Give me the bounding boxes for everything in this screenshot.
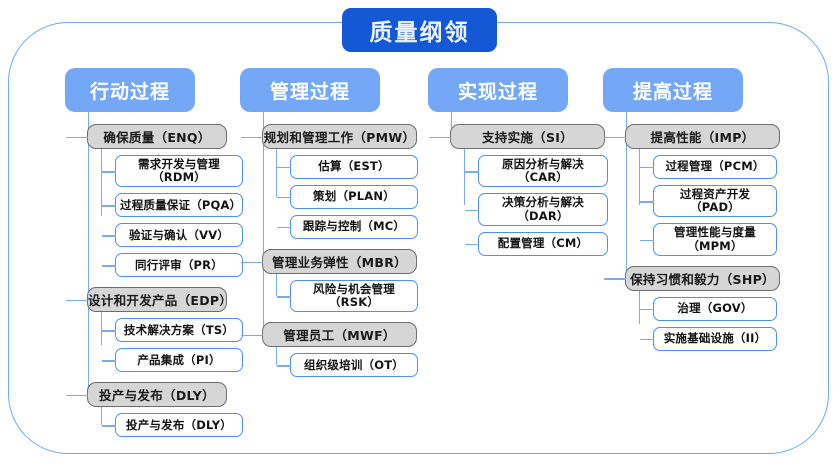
column-header-label: 提高过程 <box>632 80 713 103</box>
process-column-realization: 实现过程支持实施（SI） 原因分析与解决（CAR） 决策分析与解决（DAR） 配置管理… <box>428 68 608 266</box>
column-header-label: 管理过程 <box>269 80 350 103</box>
process-practice-node[interactable]: 原因分析与解决（CAR） <box>465 155 608 188</box>
process-group-label: 确保质量（ENQ） <box>103 130 211 145</box>
process-practice-label: 治理（GOV） <box>677 301 753 316</box>
process-practice-list: 原因分析与解决（CAR） 决策分析与解决（DAR） 配置管理（CM） <box>428 149 608 256</box>
process-practice-node[interactable]: 产品集成（PI） <box>102 348 243 373</box>
process-practice-node[interactable]: 治理（GOV） <box>640 296 777 321</box>
process-practice-list: 投产与发布（DLY） <box>65 407 243 438</box>
process-group-node[interactable]: 提高性能（IMP） <box>604 124 780 149</box>
process-group-label: 设计和开发产品（EDP） <box>88 293 233 309</box>
process-practice-list: 组织级培训（OT） <box>240 347 418 378</box>
process-group-node[interactable]: 规划和管理工作（PMW） <box>241 124 417 149</box>
process-group-label: 投产与发布（DLY） <box>99 388 215 404</box>
process-column-improvement: 提高过程提高性能（IMP） 过程管理（PCM） 过程资产开发（PAD） 管理性能与度量… <box>603 68 780 361</box>
process-practice-list: 过程管理（PCM） 过程资产开发（PAD） 管理性能与度量（MPM） <box>603 149 780 256</box>
process-practice-node[interactable]: 技术解决方案（TS） <box>102 318 243 343</box>
process-group: 规划和管理工作（PMW） 估算（EST） 策划（PLAN） 跟踪与控制（MC） <box>240 124 418 239</box>
process-group-label: 保持习惯和毅力（SHP） <box>630 271 775 287</box>
process-practice-node[interactable]: 过程质量保证（PQA） <box>102 193 243 218</box>
process-practice-label: 技术解决方案（TS） <box>123 322 235 337</box>
process-practice-node[interactable]: 管理性能与度量（MPM） <box>640 223 777 256</box>
process-group: 投产与发布（DLY） 投产与发布（DLY） <box>65 382 243 438</box>
column-header-label: 实现过程 <box>457 80 538 103</box>
column-header-col1[interactable]: 行动过程 <box>65 68 195 112</box>
column-header-col4[interactable]: 提高过程 <box>603 68 743 112</box>
process-practice-label: 策划（PLAN） <box>313 189 395 204</box>
process-practice-node[interactable]: 策划（PLAN） <box>277 185 418 209</box>
process-group-node[interactable]: 管理业务弹性（MBR） <box>241 249 417 274</box>
process-practice-list: 估算（EST） 策划（PLAN） 跟踪与控制（MC） <box>240 149 418 239</box>
process-practice-label: 原因分析与解决（CAR） <box>502 157 584 185</box>
process-practice-list: 需求开发与管理（RDM） 过程质量保证（PQA） 验证与确认（VV） 同行评审（PR） <box>65 148 243 278</box>
process-practice-label: 风险与机会管理（RSK） <box>313 282 395 310</box>
process-practice-node[interactable]: 配置管理（CM） <box>465 231 608 256</box>
process-column-management: 管理过程规划和管理工作（PMW） 估算（EST） 策划（PLAN） 跟踪与控制（MC）… <box>240 68 418 387</box>
process-practice-node[interactable]: 实施基础设施（II） <box>640 326 777 351</box>
column-header-label: 行动过程 <box>89 80 170 103</box>
process-group: 支持实施（SI） 原因分析与解决（CAR） 决策分析与解决（DAR） 配置管理（CM） <box>428 124 608 256</box>
process-practice-node[interactable]: 风险与机会管理（RSK） <box>277 280 418 313</box>
process-practice-list: 技术解决方案（TS） 产品集成（PI） <box>65 312 243 373</box>
process-practice-node[interactable]: 过程资产开发（PAD） <box>640 185 777 218</box>
column-connector-spine <box>626 112 628 279</box>
process-group-node[interactable]: 设计和开发产品（EDP） <box>66 287 233 313</box>
process-group-node[interactable]: 管理员工（MWF） <box>241 322 417 348</box>
process-practice-node[interactable]: 需求开发与管理（RDM） <box>102 155 243 188</box>
process-group-node[interactable]: 确保质量（ENQ） <box>66 124 227 149</box>
process-practice-label: 跟踪与控制（MC） <box>302 219 406 234</box>
column-header-col3[interactable]: 实现过程 <box>428 68 568 112</box>
column-group-list: 规划和管理工作（PMW） 估算（EST） 策划（PLAN） 跟踪与控制（MC） 管理业务… <box>240 124 418 378</box>
process-practice-label: 过程管理（PCM） <box>665 159 765 174</box>
process-practice-label: 同行评审（PR） <box>135 257 223 272</box>
column-connector-spine <box>263 112 265 335</box>
process-practice-label: 决策分析与解决（DAR） <box>502 195 584 223</box>
process-group: 设计和开发产品（EDP） 技术解决方案（TS） 产品集成（PI） <box>65 287 243 373</box>
process-practice-node[interactable]: 决策分析与解决（DAR） <box>465 193 608 226</box>
process-practice-label: 配置管理（CM） <box>497 236 589 251</box>
process-group-node[interactable]: 支持实施（SI） <box>429 124 605 149</box>
column-group-list: 确保质量（ENQ） 需求开发与管理（RDM） 过程质量保证（PQA） 验证与确认（VV… <box>65 124 243 438</box>
column-group-list: 提高性能（IMP） 过程管理（PCM） 过程资产开发（PAD） 管理性能与度量（MPM… <box>603 124 780 351</box>
root-title-chip: 质量纲领 <box>342 8 497 52</box>
process-practice-label: 产品集成（PI） <box>137 352 221 367</box>
process-practice-label: 投产与发布（DLY） <box>126 417 232 432</box>
process-group-node[interactable]: 投产与发布（DLY） <box>66 382 227 408</box>
root-title-label: 质量纲领 <box>369 20 470 46</box>
process-group: 提高性能（IMP） 过程管理（PCM） 过程资产开发（PAD） 管理性能与度量（MPM… <box>603 124 780 256</box>
process-group: 保持习惯和毅力（SHP） 治理（GOV） 实施基础设施（II） <box>603 265 780 351</box>
process-group: 管理业务弹性（MBR） 风险与机会管理（RSK） <box>240 249 418 313</box>
process-practice-node[interactable]: 验证与确认（VV） <box>102 223 243 248</box>
column-header-col2[interactable]: 管理过程 <box>240 68 380 112</box>
process-practice-label: 验证与确认（VV） <box>128 227 230 242</box>
process-practice-list: 风险与机会管理（RSK） <box>240 273 418 313</box>
process-practice-label: 过程质量保证（PQA） <box>120 197 242 212</box>
process-practice-label: 过程资产开发（PAD） <box>679 187 751 215</box>
process-practice-label: 组织级培训（OT） <box>304 357 404 372</box>
column-connector-spine <box>88 112 90 395</box>
column-connector-spine <box>451 112 453 137</box>
process-group-label: 规划和管理工作（PMW） <box>263 130 416 145</box>
process-practice-node[interactable]: 投产与发布（DLY） <box>102 413 243 438</box>
process-group-label: 提高性能（IMP） <box>650 130 755 145</box>
process-group-node[interactable]: 保持习惯和毅力（SHP） <box>604 265 780 291</box>
process-group-label: 管理业务弹性（MBR） <box>272 255 407 270</box>
process-group-label: 管理员工（MWF） <box>283 328 396 344</box>
process-group-label: 支持实施（SI） <box>481 130 574 145</box>
process-practice-list: 治理（GOV） 实施基础设施（II） <box>603 290 780 351</box>
process-practice-label: 需求开发与管理（RDM） <box>138 157 220 185</box>
process-practice-node[interactable]: 组织级培训（OT） <box>277 353 418 378</box>
process-group: 管理员工（MWF） 组织级培训（OT） <box>240 322 418 378</box>
process-group: 确保质量（ENQ） 需求开发与管理（RDM） 过程质量保证（PQA） 验证与确认（VV… <box>65 124 243 278</box>
process-column-action: 行动过程确保质量（ENQ） 需求开发与管理（RDM） 过程质量保证（PQA） 验证与确… <box>65 68 243 447</box>
process-practice-label: 管理性能与度量（MPM） <box>674 225 756 253</box>
process-practice-node[interactable]: 同行评审（PR） <box>102 253 243 278</box>
process-practice-label: 实施基础设施（II） <box>663 331 767 346</box>
process-practice-label: 估算（EST） <box>318 159 390 174</box>
process-practice-node[interactable]: 估算（EST） <box>277 155 418 179</box>
process-practice-node[interactable]: 过程管理（PCM） <box>640 155 777 179</box>
column-group-list: 支持实施（SI） 原因分析与解决（CAR） 决策分析与解决（DAR） 配置管理（CM） <box>428 124 608 256</box>
process-practice-node[interactable]: 跟踪与控制（MC） <box>277 215 418 239</box>
